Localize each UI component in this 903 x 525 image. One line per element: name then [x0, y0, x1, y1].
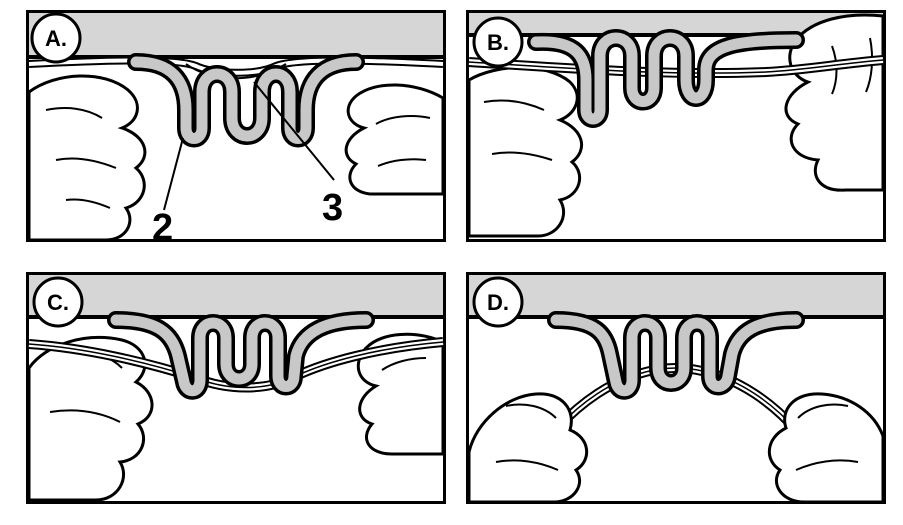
clip: [130, 56, 362, 144]
panel-label-badge: [472, 16, 524, 68]
mounting-strip: [29, 13, 443, 57]
mounting-strip: [469, 275, 883, 317]
left-hand: [27, 336, 154, 502]
panel-label-badge: [32, 276, 84, 328]
mounting-strip: [29, 275, 443, 317]
panel-a: 2 3 A.: [26, 10, 446, 242]
right-hand: [344, 83, 445, 196]
panel-label-badge: [472, 276, 524, 328]
panel-c: C.: [26, 272, 446, 504]
panel-d-drawing: D.: [466, 272, 886, 504]
left-hand: [467, 392, 588, 504]
panel-b-drawing: B.: [466, 10, 886, 242]
panel-label: A.: [45, 26, 67, 51]
clip: [110, 314, 372, 397]
callout-wire-label: 2: [152, 207, 173, 242]
panel-label-badge: [30, 12, 82, 64]
panel-a-drawing: 2 3 A.: [26, 10, 446, 242]
mounting-strip: [469, 13, 883, 35]
panel-d: D.: [466, 272, 886, 504]
clip: [530, 32, 802, 125]
left-hand: [467, 66, 583, 238]
clip: [550, 314, 802, 397]
callout-clip-label: 3: [322, 187, 343, 229]
right-hand: [768, 392, 885, 504]
panel-label: B.: [487, 30, 509, 55]
right-hand: [356, 332, 445, 456]
panel-b: B.: [466, 10, 886, 242]
panel-c-drawing: C.: [26, 272, 446, 504]
left-hand: [27, 74, 147, 242]
panel-label: C.: [47, 290, 69, 315]
panel-label: D.: [487, 290, 509, 315]
